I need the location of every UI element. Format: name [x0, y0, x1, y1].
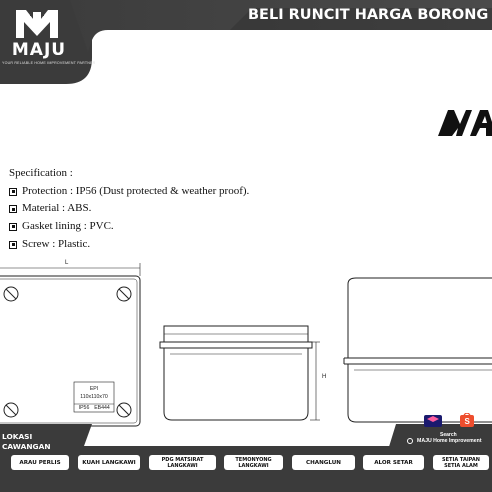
screw-icon: [116, 286, 132, 302]
branch-label: KUAH LANGKAWI: [82, 459, 136, 466]
specification-title: Specification :: [9, 167, 73, 179]
branch-alor-setar[interactable]: ALOR SETAR: [363, 455, 424, 470]
maju-brand-icon: [438, 110, 492, 136]
box-side-view: [347, 277, 492, 285]
branch-label-line2: SETIA ALAM: [444, 462, 478, 469]
length-label: L: [65, 260, 69, 266]
shopee-icon[interactable]: S: [460, 413, 474, 427]
box-label-line3b: EB444: [94, 405, 110, 411]
headline: BELI RUNCIT HARGA BORONG: [248, 7, 489, 23]
branch-label-line2: LANGKAWI: [167, 462, 198, 469]
search-name: MAJU Home Improvement: [417, 438, 482, 444]
bottom-accent-shapes: [0, 424, 492, 450]
branch-changlun[interactable]: CHANGLUN: [292, 455, 355, 470]
specification-block: Specification : Protection : IP56 (Dust …: [9, 165, 249, 254]
height-label: H: [322, 374, 326, 380]
spec-item: Protection : IP56 (Dust protected & weat…: [9, 183, 249, 201]
screw-icon: [3, 402, 19, 418]
branch-pdg-matsirat[interactable]: PDG MATSIRAT LANGKAWI: [149, 455, 216, 470]
maju-logo-icon: [16, 10, 58, 38]
box-label-line1: EPI: [89, 386, 99, 392]
search-icon[interactable]: [407, 438, 413, 444]
search-label: Search: [440, 432, 457, 438]
spec-item: Material : ABS.: [9, 200, 249, 218]
header-banner: MAJU YOUR RELIABLE HOME IMPROVEMENT PART…: [0, 0, 492, 84]
spec-item-text: Gasket lining : PVC.: [22, 220, 114, 233]
branch-setia-taipan[interactable]: SETIA TAIPAN SETIA ALAM: [433, 455, 489, 470]
spec-item-text: Protection : IP56 (Dust protected & weat…: [22, 184, 250, 197]
branch-label-line2: LANGKAWI: [238, 462, 269, 469]
logo[interactable]: MAJU YOUR RELIABLE HOME IMPROVEMENT PART…: [0, 0, 96, 84]
branch-label: CHANGLUN: [306, 459, 341, 466]
box-label-line3a: IP56: [78, 405, 90, 411]
square-bullet-icon: [9, 240, 17, 249]
technical-drawing: L H: [0, 260, 492, 427]
screw-icon: [116, 402, 132, 418]
box-label-line2: 110x110x70: [80, 394, 108, 400]
branch-label: ALOR SETAR: [374, 459, 413, 466]
logo-text: MAJU: [11, 40, 67, 60]
lazada-icon[interactable]: [424, 415, 442, 427]
lokasi-line1: LOKASI: [2, 432, 33, 441]
svg-text:S: S: [465, 417, 471, 426]
lokasi-cawangan: LOKASI CAWANGAN: [0, 430, 90, 460]
spec-item-text: Screw : Plastic.: [22, 237, 91, 250]
square-bullet-icon: [9, 222, 17, 231]
spec-item: Gasket lining : PVC.: [9, 218, 249, 236]
screw-icon: [3, 286, 19, 302]
branch-arau-perlis[interactable]: ARAU PERLIS: [11, 455, 69, 470]
logo-tagline: YOUR RELIABLE HOME IMPROVEMENT PARTNER: [2, 61, 96, 65]
label-plate: [73, 381, 115, 413]
branch-label: PDG MATSIRAT: [161, 456, 204, 463]
branch-label: ARAU PERLIS: [19, 459, 61, 466]
spec-item: Screw : Plastic.: [9, 236, 249, 254]
branch-kuah-langkawi[interactable]: KUAH LANGKAWI: [78, 455, 140, 470]
spec-item-text: Material : ABS.: [22, 202, 92, 215]
box-front-body: [163, 347, 309, 421]
branch-label: SETIA TAIPAN: [442, 456, 480, 463]
square-bullet-icon: [9, 187, 17, 196]
branch-temonyong[interactable]: TEMONYONG LANGKAWI: [224, 455, 283, 470]
lokasi-line2: CAWANGAN: [2, 442, 51, 451]
square-bullet-icon: [9, 205, 17, 214]
branch-label: TEMONYONG: [235, 456, 272, 463]
